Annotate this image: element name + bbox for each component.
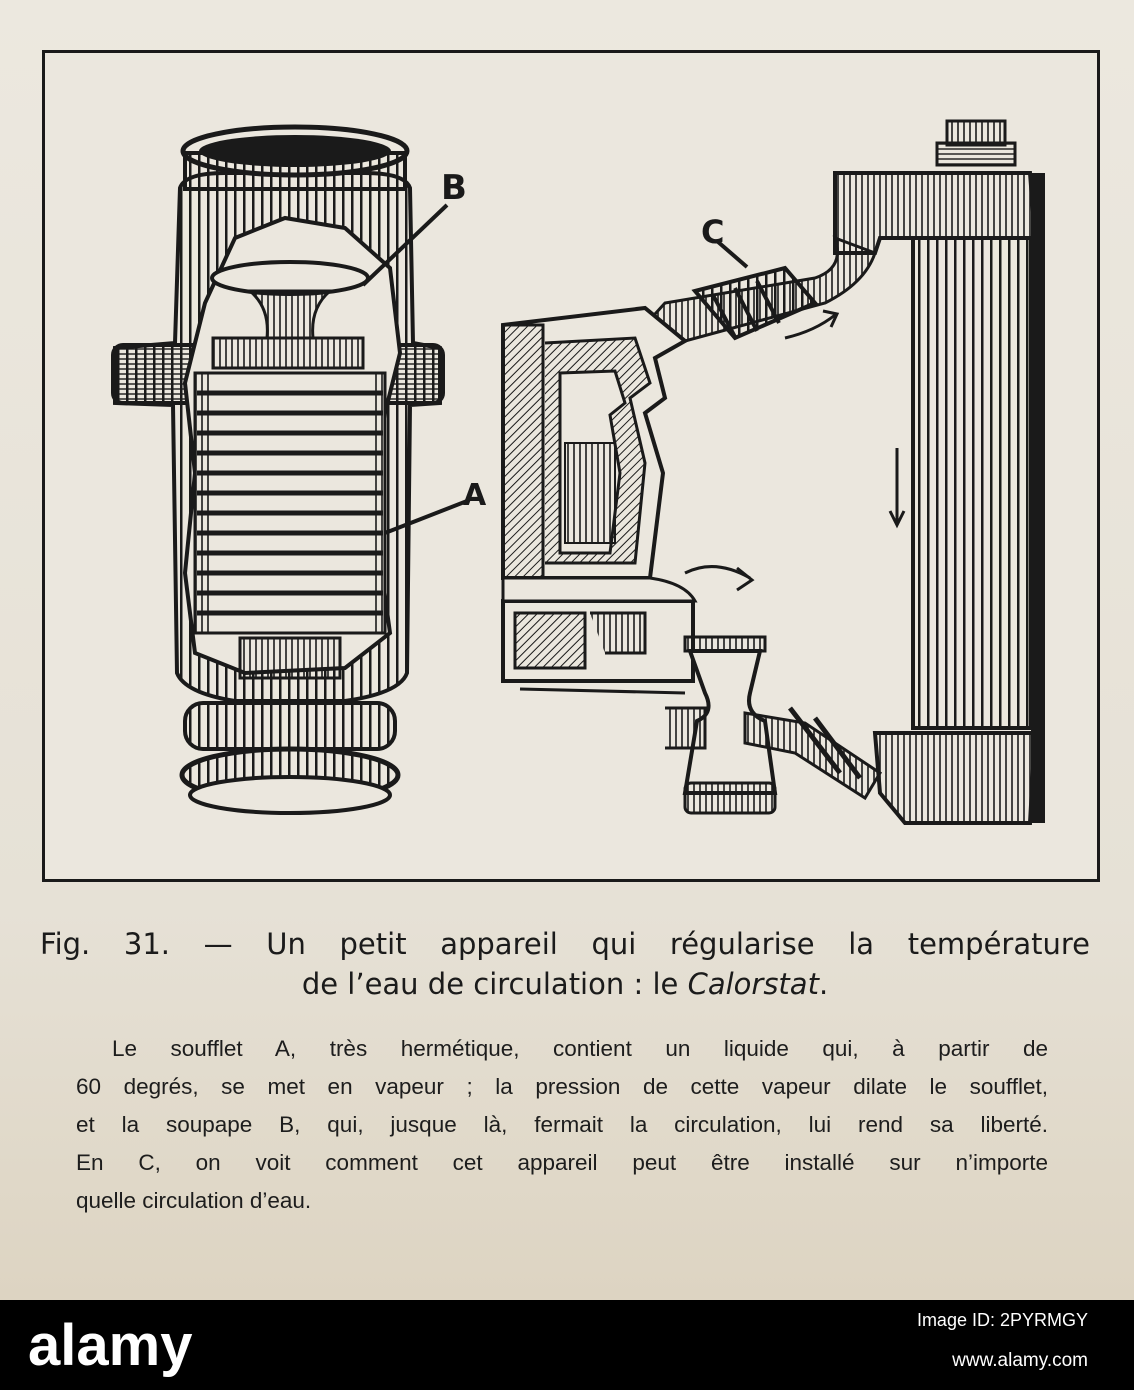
paragraph-line: 60 degrés, se met en vapeur ; la pressio… [76, 1074, 1048, 1099]
figure-31-frame: B A C [42, 50, 1100, 882]
description-paragraph: Le soufflet A, très hermétique, contient… [76, 1030, 1048, 1220]
caption-line-2: de l’eau de circulation : le Calorstat. [40, 964, 1090, 1004]
label-c: C [701, 213, 724, 251]
caption-product-name: Calorstat [687, 967, 819, 1001]
calorstat-c-housing [691, 265, 819, 341]
image-id: Image ID: 2PYRMGY [916, 1310, 1088, 1330]
figure-caption: Fig. 31. — Un petit appareil qui régular… [40, 924, 1090, 1004]
paragraph-line: En C, on voit comment cet appareil peut … [76, 1150, 1048, 1175]
stock-url: www.alamy.com [952, 1350, 1088, 1371]
label-b: B [441, 168, 467, 208]
scanned-page: B A C Fig. 31. — Un petit appareil qui r… [0, 0, 1134, 1300]
caption-line-2-end: . [818, 967, 829, 1001]
paragraph-line: quelle circulation d’eau. [76, 1188, 312, 1213]
caption-line-2-text: de l’eau de circulation : le [301, 967, 688, 1001]
label-a: A [463, 478, 487, 513]
svg-text:alamy: alamy [28, 1313, 192, 1378]
engine-radiator-assembly [501, 119, 1045, 825]
paragraph-line: et la soupape B, qui, jusque là, fermait… [76, 1112, 1048, 1137]
caption-line-1: Fig. 31. — Un petit appareil qui régular… [40, 927, 1090, 961]
paragraph-line: Le soufflet A, très hermétique, contient… [112, 1036, 1048, 1061]
bellows-a [193, 371, 387, 635]
water-pump [665, 635, 778, 815]
calorstat-cartridge [111, 124, 468, 815]
stock-footer-bar [0, 1300, 1134, 1390]
alamy-logo: alamy [28, 1313, 192, 1378]
calorstat-illustration: B A C [111, 119, 1045, 825]
